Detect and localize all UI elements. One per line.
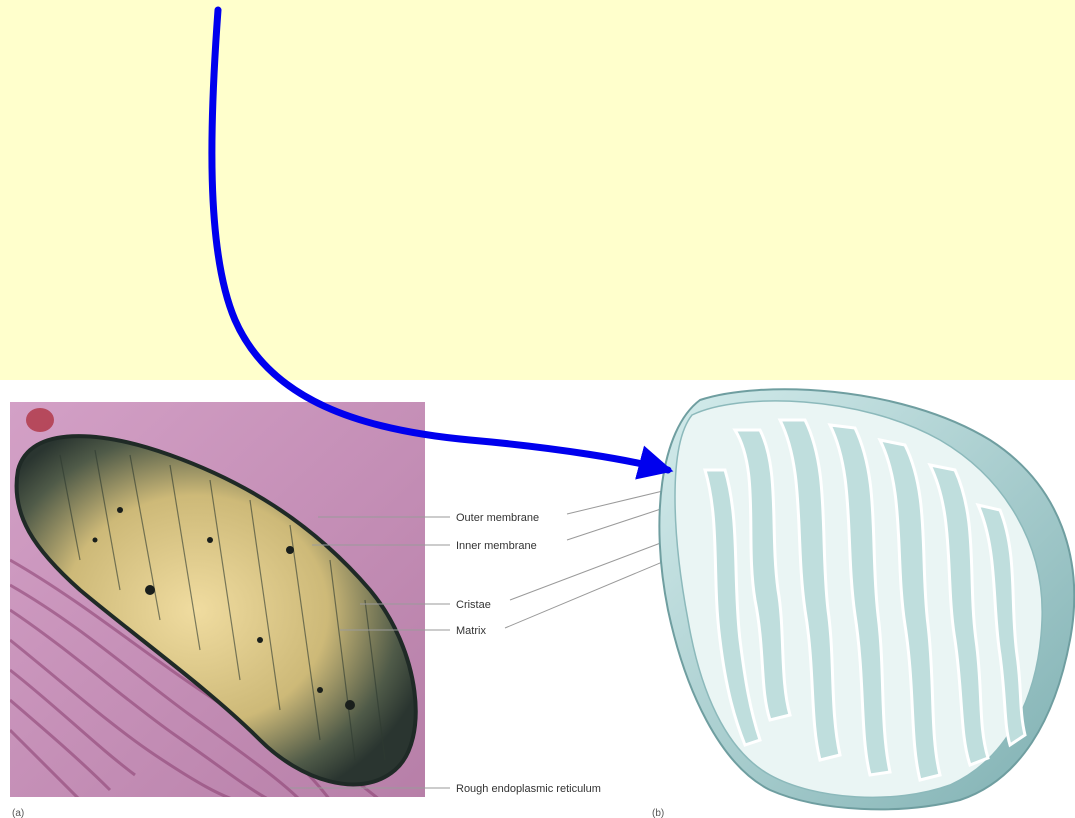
label-outer-membrane: Outer membrane bbox=[456, 512, 539, 524]
panel-label-b: (b) bbox=[652, 808, 664, 818]
label-matrix: Matrix bbox=[456, 625, 486, 637]
label-rough-er: Rough endoplasmic reticulum bbox=[456, 783, 601, 795]
electron-micrograph bbox=[10, 402, 425, 800]
label-cristae: Cristae bbox=[456, 599, 491, 611]
panel-label-a: (a) bbox=[12, 808, 24, 818]
label-inner-membrane: Inner membrane bbox=[456, 540, 537, 552]
